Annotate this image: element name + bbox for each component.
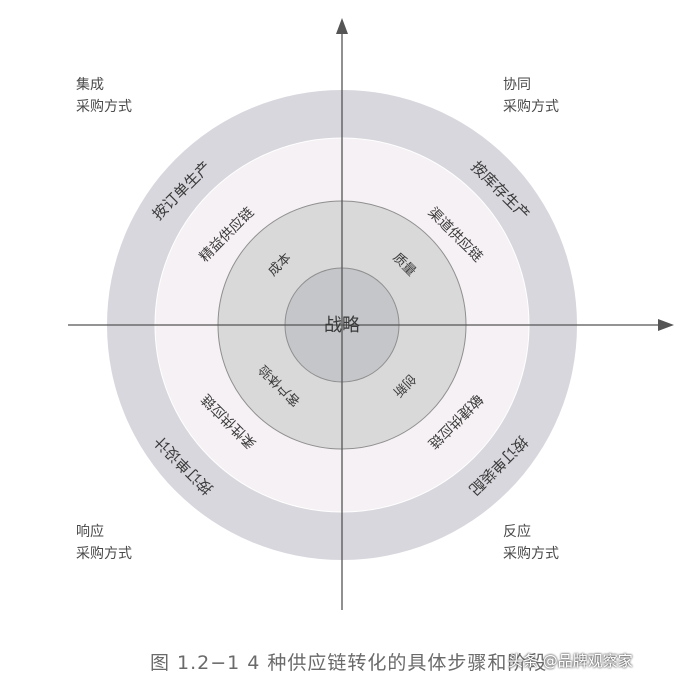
- corner-bottom-left-line1: 响应: [76, 524, 104, 540]
- corner-top-left-line2: 采购方式: [76, 99, 132, 115]
- center-label: 战略: [324, 315, 360, 336]
- corner-top-left-line1: 集成: [76, 77, 104, 93]
- corner-top-left: 集成 采购方式: [76, 74, 132, 118]
- figure-caption: 图 1.2−1 4 种供应链转化的具体步骤和阶段: [150, 652, 548, 674]
- corner-top-right-line1: 协同: [503, 77, 531, 93]
- vertical-axis-arrowhead: [336, 18, 348, 34]
- corner-bottom-left: 响应 采购方式: [76, 521, 132, 565]
- corner-bottom-right: 反应 采购方式: [503, 521, 559, 565]
- corner-top-right: 协同 采购方式: [503, 74, 559, 118]
- corner-bottom-right-line1: 反应: [503, 524, 531, 540]
- watermark: 头条 @品牌观察家: [508, 652, 633, 670]
- corner-top-right-line2: 采购方式: [503, 99, 559, 115]
- corner-bottom-right-line2: 采购方式: [503, 546, 559, 562]
- corner-bottom-left-line2: 采购方式: [76, 546, 132, 562]
- horizontal-axis-arrowhead: [658, 319, 674, 331]
